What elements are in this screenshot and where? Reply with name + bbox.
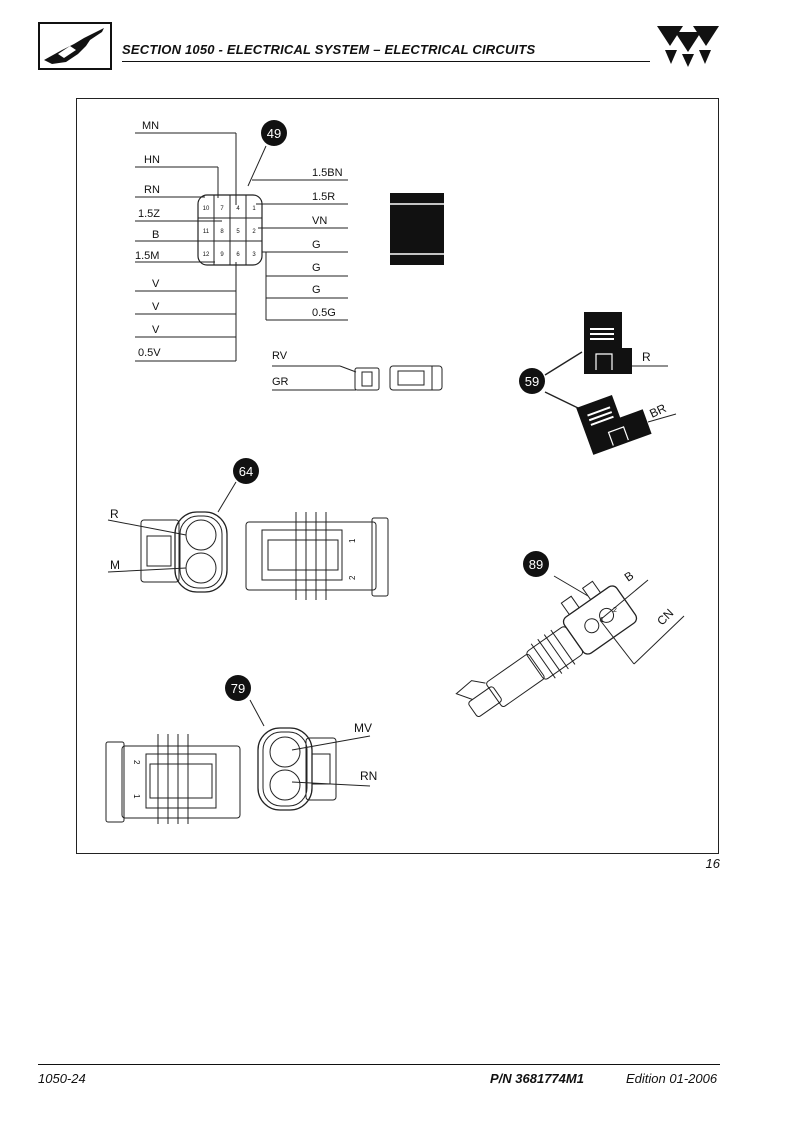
part-number: P/N 3681774M1: [490, 1071, 584, 1086]
wire-label: G: [312, 284, 321, 296]
wire-label: 1.5M: [135, 250, 159, 262]
svg-text:2: 2: [132, 760, 141, 765]
svg-text:7: 7: [220, 206, 224, 212]
wire-label: V: [152, 301, 160, 313]
svg-text:1: 1: [252, 206, 256, 212]
connector-59-parts: [576, 312, 652, 455]
svg-text:1: 1: [600, 617, 604, 624]
connector-64-labels: R M: [110, 507, 120, 572]
svg-text:6: 6: [236, 252, 240, 258]
svg-text:10: 10: [203, 206, 210, 212]
svg-text:12: 12: [203, 252, 210, 258]
svg-text:59: 59: [525, 374, 539, 389]
callout-64: 64: [233, 458, 259, 484]
header-rule: [122, 61, 650, 62]
connector-89-labels: B CN: [622, 568, 677, 628]
wire-label: 1.5Z: [138, 208, 160, 220]
figure-number: 16: [705, 856, 720, 871]
connector-49-right-labels: 1.5BN 1.5R VN G G G 0.5G: [312, 167, 343, 319]
svg-text:3: 3: [252, 252, 256, 258]
wire-label: 1.5R: [312, 191, 335, 203]
wire-label: B: [622, 568, 637, 584]
brand-logo: [657, 26, 719, 67]
wire-label: G: [312, 262, 321, 274]
wire-label: V: [152, 278, 160, 290]
wire-label: M: [110, 558, 120, 572]
section-title: SECTION 1050 - ELECTRICAL SYSTEM – ELECT…: [122, 42, 536, 57]
wire-label: GR: [272, 376, 289, 388]
edition: Edition 01-2006: [626, 1071, 718, 1086]
wire-label: RN: [360, 769, 377, 783]
wire-label: B: [152, 229, 159, 241]
section-logo: [38, 22, 112, 70]
svg-text:1: 1: [132, 794, 141, 799]
wire-label: 0.5V: [138, 347, 161, 359]
wire-label: V: [152, 324, 160, 336]
connector-79-labels: MV RN: [354, 721, 377, 783]
svg-text:8: 8: [220, 229, 224, 235]
wire-label: RV: [272, 350, 288, 362]
wire-label: VN: [312, 215, 327, 227]
page-number: 1050-24: [38, 1071, 86, 1086]
connector-49-left-labels: MN HN RN 1.5Z B 1.5M V V V 0.5V: [135, 120, 161, 359]
svg-text:4: 4: [236, 206, 240, 212]
svg-text:89: 89: [529, 557, 543, 572]
connector-59-labels: R BR: [642, 350, 669, 421]
wire-label: MN: [142, 120, 159, 132]
wire-label: CN: [654, 606, 676, 628]
black-fuse-block: [390, 193, 444, 265]
connector-diagram: 49 59 64 79 89 MN HN RN 1.5Z B 1.5M V V …: [105, 120, 685, 824]
svg-text:2: 2: [613, 607, 617, 614]
footer-rule: [38, 1064, 720, 1065]
svg-text:5: 5: [236, 229, 240, 235]
connector-49-pins: 10 7 4 1 11 8 5 2 12 9 6 3: [203, 206, 257, 258]
wire-label: G: [312, 239, 321, 251]
connector-89-pins: 1 2: [600, 607, 617, 624]
connector-79-pins: 2 1: [132, 760, 141, 799]
callout-59: 59: [519, 368, 545, 394]
figure-frame: 49 59 64 79 89 MN HN RN 1.5Z B 1.5M V V …: [76, 98, 719, 854]
wire-label: R: [110, 507, 119, 521]
svg-text:9: 9: [220, 252, 224, 258]
svg-text:11: 11: [203, 229, 210, 235]
wire-label: 1.5BN: [312, 167, 343, 179]
svg-text:1: 1: [348, 538, 357, 543]
svg-text:64: 64: [239, 464, 253, 479]
callout-49: 49: [261, 120, 287, 146]
svg-text:2: 2: [252, 229, 256, 235]
callout-79: 79: [225, 675, 251, 701]
wire-label: 0.5G: [312, 307, 336, 319]
svg-text:79: 79: [231, 681, 245, 696]
svg-text:2: 2: [348, 575, 357, 580]
connector-64-pins: 1 2: [348, 538, 357, 580]
svg-text:49: 49: [267, 126, 281, 141]
small-connector-labels: RV GR: [272, 350, 289, 388]
wire-label: HN: [144, 154, 160, 166]
wire-label: R: [642, 350, 651, 364]
wire-label: RN: [144, 184, 160, 196]
callout-89: 89: [523, 551, 549, 577]
wire-label: BR: [647, 401, 668, 421]
wire-label: MV: [354, 721, 372, 735]
